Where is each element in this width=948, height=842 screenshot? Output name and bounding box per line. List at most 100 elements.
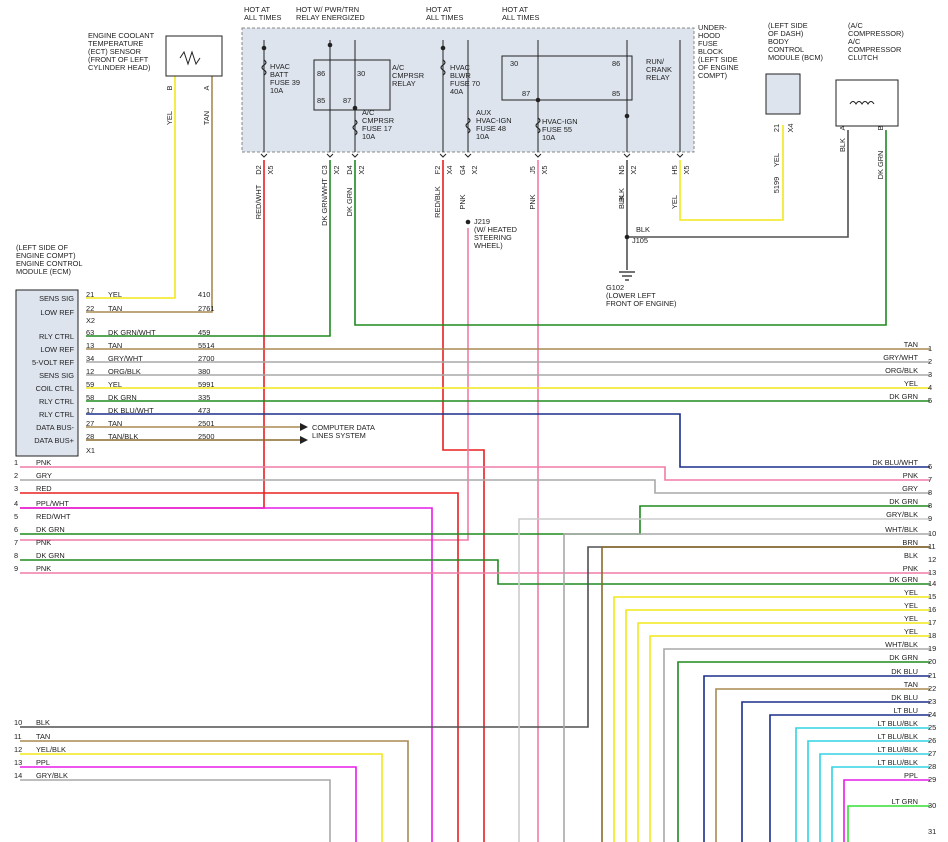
- right-wire-label: LT BLU/BLK: [878, 719, 918, 728]
- bcm-label-line: BODY: [768, 37, 789, 46]
- right-wire-number: 22: [928, 684, 936, 693]
- ecm-label-line: ENGINE CONTROL: [16, 259, 83, 268]
- left-wire-label: PNK: [36, 538, 51, 547]
- right-wire-label: TAN: [904, 680, 918, 689]
- right-wire-number: 14: [928, 579, 936, 588]
- ac-clutch-label-line: (A/C: [848, 21, 863, 30]
- ecm-row-pin: 21: [86, 290, 94, 299]
- wire-left-12: [20, 753, 383, 842]
- fuse-48-label-line: 10A: [476, 132, 489, 141]
- j219-label-line: (W/ HEATED: [474, 225, 517, 234]
- right-wire-label: DK GRN: [889, 575, 918, 584]
- fuse-color-j5: PNK: [528, 194, 537, 209]
- clutch-pin-a: A: [838, 125, 847, 130]
- wire-right-17: [637, 622, 930, 842]
- right-wire-label: LT BLU: [894, 706, 918, 715]
- right-wire-number: 31: [928, 827, 936, 836]
- pin-86: 86: [317, 69, 325, 78]
- right-wire-label: YEL: [904, 601, 918, 610]
- fuse-55-label-line: FUSE 55: [542, 125, 572, 134]
- ecm-box: [15, 289, 79, 457]
- fuse-conn-h5: X5: [682, 165, 691, 174]
- fuse-39-symbol: [261, 59, 267, 76]
- right-wire-label: BRN: [902, 538, 918, 547]
- hot-label-2-line: HOT W/ PWR/TRN: [296, 5, 359, 14]
- right-wire-label: ORG/BLK: [885, 366, 918, 375]
- wire-red-blk: [442, 160, 485, 842]
- wires: [20, 75, 930, 842]
- left-wire-label: PNK: [36, 564, 51, 573]
- wire-left-11: [20, 740, 409, 842]
- pin-30: 30: [510, 59, 518, 68]
- left-wire-label: GRY: [36, 471, 52, 480]
- ac-clutch-label-line: CLUTCH: [848, 53, 878, 62]
- left-wire-number: 5: [14, 512, 18, 521]
- right-wire-number: 8: [928, 501, 932, 510]
- fuse-block-connector-chevron: [464, 153, 472, 158]
- wire-right-22: [715, 688, 930, 842]
- fuse-55-label-line: 10A: [542, 133, 555, 142]
- splice-dot: [624, 113, 630, 119]
- ecm-row-pin: 34: [86, 354, 94, 363]
- fuse-17-label-line: FUSE 17: [362, 124, 392, 133]
- wire-left-4: [20, 507, 433, 842]
- right-wire-number: 7: [928, 475, 932, 484]
- fuse-pin-d4: D4: [345, 165, 354, 174]
- hot-label-3-line: ALL TIMES: [426, 13, 463, 22]
- ect-label-line: ENGINE COOLANT: [88, 31, 155, 40]
- right-wire-label: GRY: [902, 484, 918, 493]
- right-wire-number: 20: [928, 657, 936, 666]
- wire-dk-grn-wht: [86, 160, 331, 337]
- left-wire-label: TAN: [36, 732, 50, 741]
- right-wire-label: WHT/BLK: [885, 525, 918, 534]
- computer-data-label-line: LINES SYSTEM: [312, 431, 366, 440]
- fuse-70-label-line: BLWR: [450, 71, 471, 80]
- left-wire-label: PPL/WHT: [36, 499, 69, 508]
- ac-clutch-label-line: COMPRESSOR): [848, 29, 904, 38]
- fuse-block-connector-chevron: [439, 153, 447, 158]
- right-wire-label: DK GRN: [889, 392, 918, 401]
- wire-right-24: [769, 714, 930, 842]
- fuse-pin-f2: F2: [433, 166, 442, 175]
- hot-label-4-line: HOT AT: [502, 5, 528, 14]
- hot-label-4-line: ALL TIMES: [502, 13, 539, 22]
- component-boxes: [15, 27, 899, 457]
- fuse-pin-g4: G4: [458, 165, 467, 175]
- splice-j219: [465, 219, 471, 225]
- fuse-pin-n5: N5: [617, 165, 626, 174]
- ecm-row-circuit: 2500: [198, 432, 214, 441]
- ecm-row-label: RLY CTRL: [39, 410, 74, 419]
- fuse-conn-g4: X2: [470, 165, 479, 174]
- splice-dot: [327, 42, 333, 48]
- fuse-block-connector-chevron: [351, 153, 359, 158]
- right-wire-label: GRY/BLK: [886, 510, 918, 519]
- splice-dot: [352, 105, 358, 111]
- right-wire-number: 8: [928, 488, 932, 497]
- ac-relay-label-line: A/C: [392, 63, 405, 72]
- right-wire-label: LT BLU/BLK: [878, 758, 918, 767]
- fuse-70-label-line: 40A: [450, 87, 463, 96]
- clutch-color-b: DK GRN: [876, 151, 885, 180]
- right-wire-label: LT BLU/BLK: [878, 745, 918, 754]
- j219-label-line: J219: [474, 217, 490, 226]
- left-wire-number: 6: [14, 525, 18, 534]
- left-wire-label: GRY/BLK: [36, 771, 68, 780]
- pin-87: 87: [343, 96, 351, 105]
- g102-label-line: (LOWER LEFT: [606, 291, 656, 300]
- pin-85: 85: [612, 89, 620, 98]
- right-wire-number: 16: [928, 605, 936, 614]
- ecm-row-label: RLY CTRL: [39, 397, 74, 406]
- right-wire-number: 15: [928, 592, 936, 601]
- wire-right-21: [703, 675, 930, 842]
- right-wire-label: PNK: [903, 564, 918, 573]
- fuse-color-n5: BLK: [617, 195, 626, 209]
- fuse-block-connector-chevron: [260, 153, 268, 158]
- ecm-row-color: YEL: [108, 290, 122, 299]
- ecm-row-pin: 27: [86, 419, 94, 428]
- wire-yel-ect: [86, 75, 176, 299]
- left-wire-number: 13: [14, 758, 22, 767]
- right-wire-number: 17: [928, 618, 936, 627]
- wire-right-23: [741, 701, 930, 842]
- ecm-row-circuit: 5514: [198, 341, 214, 350]
